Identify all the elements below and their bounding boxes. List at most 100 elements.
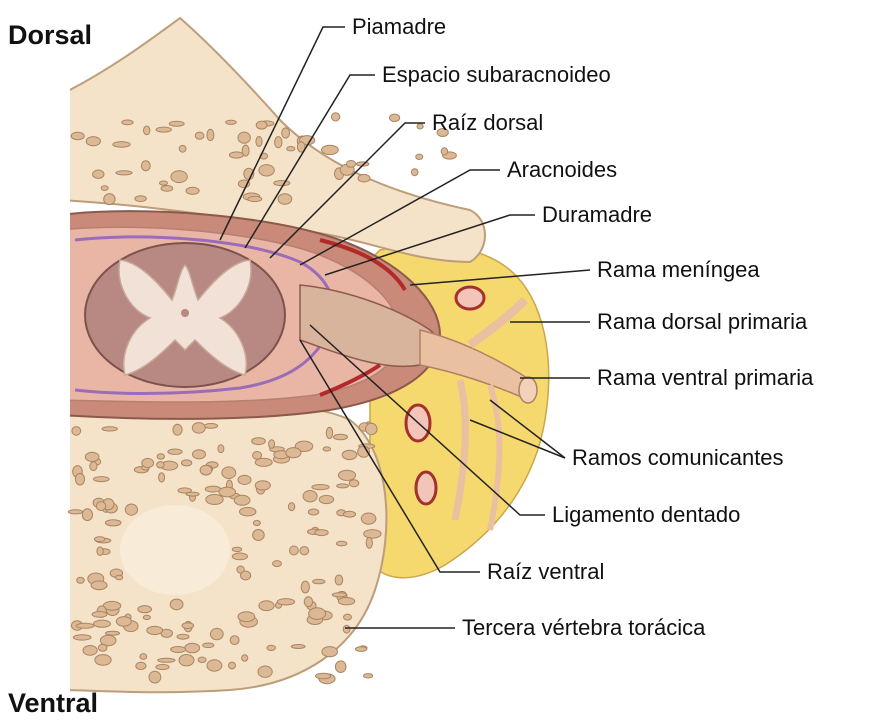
bone-pore [125, 504, 137, 515]
bone-pore [255, 458, 272, 466]
bone-pore [72, 427, 81, 436]
bone-pore [364, 674, 373, 678]
bone-pore [92, 612, 107, 618]
bone-pore [113, 142, 130, 148]
vessel-3 [416, 472, 436, 504]
bone-pore [94, 537, 105, 542]
label-piamadre: Piamadre [352, 16, 446, 38]
bone-pore [364, 530, 381, 539]
bone-pore [230, 636, 239, 645]
bone-pore [207, 660, 222, 671]
bone-pore [77, 577, 85, 583]
bone-pore [331, 113, 339, 121]
bone-pore [416, 154, 423, 159]
bone-pore [255, 481, 270, 490]
bone-pore [168, 449, 182, 454]
bone-pore [366, 537, 372, 548]
bone-pore [122, 120, 133, 125]
bone-pore [203, 643, 214, 648]
bone-pore [238, 475, 251, 484]
bone-pore [106, 631, 120, 635]
bone-pore [312, 485, 329, 490]
bone-pore [98, 644, 107, 651]
bone-pore [157, 454, 164, 459]
bone-pore [238, 612, 255, 622]
bone-pore [116, 575, 123, 580]
bone-pore [144, 126, 150, 135]
bone-pore [241, 571, 251, 580]
bone-pore [101, 186, 108, 191]
bone-pore [338, 470, 355, 480]
bone-pore [288, 503, 294, 511]
bone-pore [252, 438, 266, 445]
bone-pore [259, 601, 274, 611]
bone-pore [149, 671, 161, 683]
bone-pore [104, 194, 115, 205]
bone-pore [185, 643, 200, 653]
bone-pore [222, 467, 236, 479]
bone-pore [336, 541, 346, 546]
bone-pore [304, 597, 312, 607]
bone-pore [102, 427, 117, 431]
bone-pore [273, 561, 282, 567]
bone-pore [68, 510, 82, 514]
bone-pore [343, 511, 355, 517]
bone-pore [73, 635, 91, 640]
bone-pore [323, 447, 331, 451]
bone-pore [238, 132, 250, 143]
bone-pore [275, 137, 282, 148]
bone-pore [240, 507, 256, 516]
bone-pore [342, 450, 357, 459]
bone-pore [156, 664, 169, 669]
bone-pore [142, 458, 154, 467]
label-espacio-subaracnoideo: Espacio subaracnoideo [382, 64, 611, 86]
bone-pore [95, 655, 111, 666]
bone-pore [105, 520, 121, 526]
bone-pore [286, 448, 301, 458]
central-canal [181, 309, 189, 317]
bone-pore [309, 608, 326, 620]
bone-pore [232, 553, 247, 560]
bone-pore [226, 120, 237, 124]
bone-pore [278, 194, 292, 205]
bone-pore [75, 473, 84, 485]
bone-pore [366, 423, 378, 434]
label-tercera-vertebra-toracica: Tercera vértebra torácica [462, 617, 705, 639]
label-ramos-comunicantes: Ramos comunicantes [572, 447, 784, 469]
bone-pore [96, 502, 105, 511]
vessel-1 [456, 287, 484, 309]
bone-pore [290, 546, 299, 555]
bone-pore [390, 114, 400, 121]
bone-pore [204, 424, 217, 429]
bone-pore [219, 487, 236, 497]
bone-pore [346, 161, 355, 168]
bone-pore [411, 169, 418, 176]
bone-pore [253, 530, 265, 541]
bone-pore [86, 137, 100, 146]
bone-pore [82, 509, 92, 521]
bone-pore [158, 658, 175, 662]
bone-pore [210, 628, 223, 639]
bone-pore [441, 148, 447, 155]
label-aracnoides: Aracnoides [507, 159, 617, 181]
bone-pore [229, 662, 236, 669]
bone-pore [135, 196, 146, 202]
bone-pore [90, 462, 97, 471]
bone-pore [169, 121, 184, 126]
bone-pore [361, 513, 376, 524]
bone-pore [147, 626, 163, 634]
bone-pore [344, 614, 352, 620]
bone-pore [282, 128, 290, 138]
bone-pore [259, 165, 274, 176]
label-rama-meningea: Rama meníngea [597, 259, 760, 281]
bone-pore [319, 495, 333, 503]
bone-pore [315, 530, 328, 536]
label-raiz-dorsal: Raíz dorsal [432, 112, 543, 134]
bone-pore [85, 452, 99, 461]
bone-pore [277, 599, 294, 605]
label-rama-dorsal-primaria: Rama dorsal primaria [597, 311, 807, 333]
bone-pore [287, 147, 295, 151]
bone-pore [193, 450, 206, 459]
